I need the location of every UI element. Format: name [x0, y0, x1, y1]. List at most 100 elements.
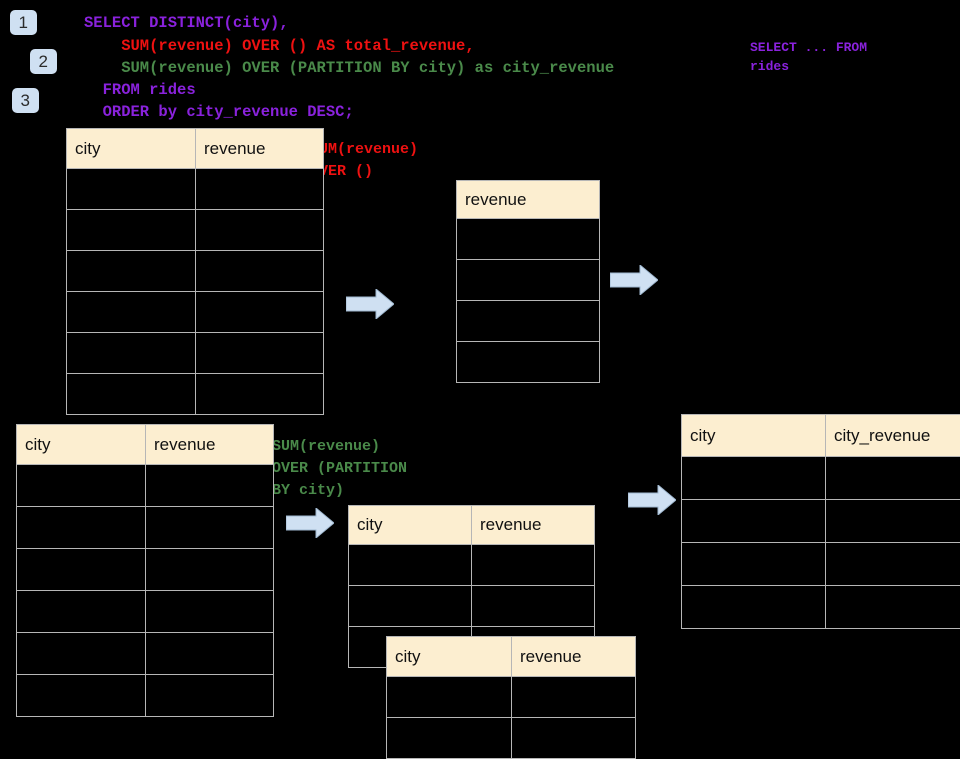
cell-revenue	[457, 301, 600, 342]
table-row	[349, 545, 595, 586]
table-row	[17, 591, 274, 633]
cell-city-revenue	[826, 500, 960, 543]
cell-revenue	[457, 219, 600, 260]
cell-city	[67, 251, 196, 292]
table-header-row: revenue	[457, 181, 600, 219]
table-header-row: city revenue	[17, 425, 274, 465]
table-header-row: city revenue	[387, 637, 636, 677]
cell-revenue	[196, 251, 324, 292]
arrow-source-to-partition	[286, 508, 334, 538]
sql-line-total-revenue: SUM(revenue) OVER () AS total_revenue,	[84, 35, 475, 57]
table-row	[682, 500, 960, 543]
table-row	[67, 210, 324, 251]
cell-revenue	[196, 210, 324, 251]
table-row	[17, 675, 274, 717]
cell-revenue	[472, 545, 595, 586]
table-row	[17, 633, 274, 675]
cell-revenue	[196, 169, 324, 210]
table-row	[17, 465, 274, 507]
column-header-city-revenue: city_revenue	[826, 415, 960, 457]
table-row	[457, 342, 600, 383]
table-row	[387, 677, 636, 718]
table-row	[17, 507, 274, 549]
table-row	[67, 292, 324, 333]
total-revenue-table: revenue	[456, 180, 600, 383]
annotation-sum-over-partition: SUM(revenue) OVER (PARTITION BY city)	[272, 436, 407, 502]
table-row	[457, 260, 600, 301]
table-row	[682, 457, 960, 500]
table-row	[682, 586, 960, 629]
cell-city	[67, 292, 196, 333]
column-header-city: city	[17, 425, 146, 465]
cell-revenue	[457, 260, 600, 301]
cell-city	[682, 543, 826, 586]
table-row	[682, 543, 960, 586]
cell-revenue	[512, 718, 636, 759]
sql-line-from: FROM rides	[84, 79, 196, 101]
column-header-city: city	[349, 506, 472, 545]
cell-city	[349, 586, 472, 627]
table-row	[457, 301, 600, 342]
table-row	[67, 169, 324, 210]
cell-revenue	[472, 586, 595, 627]
cell-revenue	[146, 465, 274, 507]
rides-source-table-bottom: city revenue	[16, 424, 274, 717]
cell-city	[17, 549, 146, 591]
final-result-table: city city_revenue	[681, 414, 960, 629]
cell-revenue	[196, 333, 324, 374]
column-header-revenue: revenue	[472, 506, 595, 545]
cell-city	[17, 633, 146, 675]
table-row	[67, 374, 324, 415]
cell-city	[387, 677, 512, 718]
table-row	[457, 219, 600, 260]
arrow-source-to-total	[346, 289, 394, 319]
table-row	[17, 549, 274, 591]
sql-line-select: SELECT DISTINCT(city),	[84, 12, 289, 34]
column-header-city: city	[67, 129, 196, 169]
arrow-partition-to-result	[628, 485, 676, 515]
column-header-city: city	[682, 415, 826, 457]
table-row	[67, 333, 324, 374]
annotation-select-from-rides: SELECT ... FROM rides	[750, 38, 867, 76]
column-header-revenue: revenue	[457, 181, 600, 219]
cell-city	[67, 210, 196, 251]
cell-revenue	[146, 549, 274, 591]
cell-revenue	[146, 507, 274, 549]
column-header-revenue: revenue	[196, 129, 324, 169]
cell-city	[17, 465, 146, 507]
cell-revenue	[146, 591, 274, 633]
cell-city	[67, 333, 196, 374]
table-header-row: city city_revenue	[682, 415, 960, 457]
cell-revenue	[196, 292, 324, 333]
step-badge-3[interactable]: 3	[12, 88, 39, 113]
cell-city-revenue	[826, 586, 960, 629]
table-row	[67, 251, 324, 292]
cell-revenue	[146, 675, 274, 717]
cell-revenue	[512, 677, 636, 718]
partition-group-table-b: city revenue	[386, 636, 636, 759]
table-header-row: city revenue	[349, 506, 595, 545]
cell-city	[17, 591, 146, 633]
table-row	[349, 586, 595, 627]
annotation-sum-over-empty: SUM(revenue) OVER ()	[310, 139, 418, 183]
cell-city	[349, 545, 472, 586]
arrow-total-to-result	[610, 265, 658, 295]
rides-source-table: city revenue	[66, 128, 324, 415]
cell-city	[682, 457, 826, 500]
cell-city	[67, 169, 196, 210]
column-header-revenue: revenue	[512, 637, 636, 677]
column-header-revenue: revenue	[146, 425, 274, 465]
cell-revenue	[196, 374, 324, 415]
step-badge-2[interactable]: 2	[30, 49, 57, 74]
sql-line-order-by: ORDER by city_revenue DESC;	[84, 101, 354, 123]
cell-city	[387, 718, 512, 759]
cell-revenue	[146, 633, 274, 675]
cell-city-revenue	[826, 543, 960, 586]
table-row	[387, 718, 636, 759]
cell-city	[17, 675, 146, 717]
step-badge-1[interactable]: 1	[10, 10, 37, 35]
column-header-city: city	[387, 637, 512, 677]
cell-revenue	[457, 342, 600, 383]
cell-city-revenue	[826, 457, 960, 500]
cell-city	[67, 374, 196, 415]
